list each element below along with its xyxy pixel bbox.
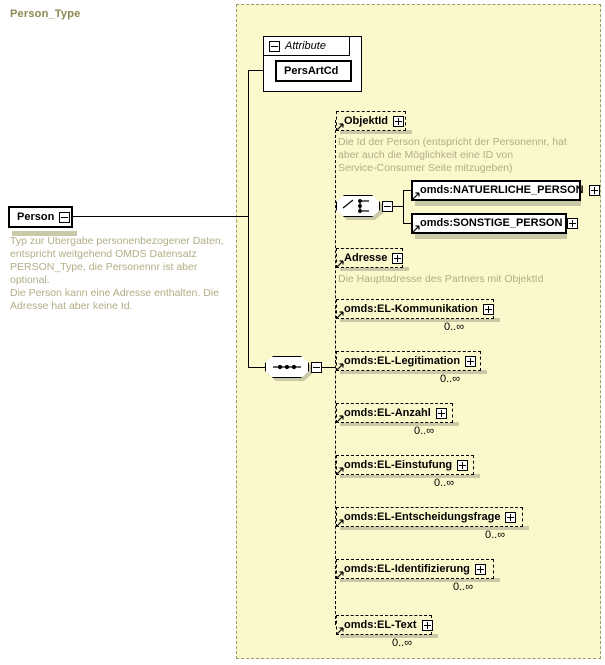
expand-box-icon[interactable] <box>588 185 600 196</box>
el-legitimation-occurs: 0..∞ <box>440 373 461 385</box>
element-el-entscheidungsfrage[interactable]: omds:EL-Entscheidungsfrage <box>336 507 523 527</box>
sonstige-person-shadow <box>415 234 567 239</box>
root-element-person[interactable]: Person <box>8 206 73 228</box>
natuerliche-person-shadow <box>415 201 581 206</box>
el-entscheidungsfrage-shadow <box>340 526 529 530</box>
adresse-shadow <box>340 267 409 271</box>
collapse-box-icon[interactable] <box>311 361 322 373</box>
reference-arrow-icon <box>336 519 344 527</box>
element-el-text-label: omds:EL-Text <box>344 618 417 631</box>
person-type-container <box>236 4 601 659</box>
connector-sequence-out <box>322 367 335 368</box>
el-identifizierung-occurs: 0..∞ <box>453 581 474 593</box>
attribute-persartcd-label: PersArtCd <box>284 64 339 77</box>
element-adresse[interactable]: Adresse <box>336 248 404 268</box>
element-objektid[interactable]: ObjektId <box>336 111 406 131</box>
connector-choice-out <box>393 206 403 207</box>
el-identifizierung-shadow <box>340 578 500 582</box>
attribute-group-tab[interactable]: Attribute <box>264 37 350 56</box>
objektid-shadow <box>340 130 412 134</box>
reference-arrow-icon <box>336 627 344 635</box>
attribute-group-box: Attribute <box>263 36 362 92</box>
reference-arrow-icon <box>412 225 420 233</box>
reference-arrow-icon <box>336 123 344 131</box>
expand-box-icon[interactable] <box>435 407 447 419</box>
connector-root <box>73 216 248 217</box>
element-objektid-label: ObjektId <box>344 114 389 127</box>
element-el-anzahl[interactable]: omds:EL-Anzahl <box>336 403 453 423</box>
element-natuerliche-person[interactable]: omds:NATUERLICHE_PERSON <box>411 180 600 201</box>
connector-children-trunk <box>335 120 336 624</box>
element-el-legitimation[interactable]: omds:EL-Legitimation <box>336 351 481 371</box>
collapse-box-icon[interactable] <box>59 211 71 223</box>
element-sonstige-person-label: omds:SONSTIGE_PERSON <box>420 217 563 229</box>
reference-arrow-icon <box>336 571 344 579</box>
reference-arrow-icon <box>336 363 344 371</box>
reference-arrow-icon <box>336 415 344 423</box>
sequence-icon <box>265 356 312 381</box>
element-objektid-annotation: Die Id der Person (entspricht der Person… <box>338 136 567 174</box>
element-el-einstufung-label: omds:EL-Einstufung <box>344 458 453 471</box>
sequence-compositor[interactable] <box>265 356 322 381</box>
element-el-kommunikation[interactable]: omds:EL-Kommunikation <box>336 299 494 319</box>
connector-choice-branch-2 <box>403 223 412 224</box>
collapse-box-icon[interactable] <box>269 40 280 52</box>
sequence-glyph <box>273 364 301 370</box>
choice-icon <box>336 195 383 220</box>
root-element-label: Person <box>17 210 55 223</box>
element-adresse-annotation: Die Hauptadresse des Partners mit Objekt… <box>338 273 544 285</box>
reference-arrow-icon <box>336 260 344 268</box>
type-title: Person_Type <box>10 8 81 20</box>
expand-box-icon[interactable] <box>505 511 517 523</box>
expand-box-icon[interactable] <box>457 459 469 471</box>
root-annotation: Typ zur Übergabe personenbezogener Daten… <box>10 235 224 312</box>
el-entscheidungsfrage-occurs: 0..∞ <box>485 529 506 541</box>
element-el-einstufung[interactable]: omds:EL-Einstufung <box>336 455 474 475</box>
element-el-anzahl-label: omds:EL-Anzahl <box>344 406 431 419</box>
element-el-entscheidungsfrage-label: omds:EL-Entscheidungsfrage <box>344 510 501 523</box>
expand-box-icon[interactable] <box>474 563 486 575</box>
expand-box-icon[interactable] <box>465 355 477 367</box>
element-el-legitimation-label: omds:EL-Legitimation <box>344 354 461 367</box>
reference-arrow-icon <box>336 311 344 319</box>
el-kommunikation-occurs: 0..∞ <box>444 321 465 333</box>
connector-choice-branch-1 <box>403 190 412 191</box>
reference-arrow-icon <box>412 192 420 200</box>
expand-box-icon[interactable] <box>392 252 404 264</box>
el-text-shadow <box>340 634 438 638</box>
expand-box-icon[interactable] <box>567 218 579 229</box>
collapse-box-icon[interactable] <box>382 200 393 212</box>
element-el-identifizierung-label: omds:EL-Identifizierung <box>344 562 470 575</box>
element-sonstige-person[interactable]: omds:SONSTIGE_PERSON <box>411 213 579 234</box>
el-anzahl-occurs: 0..∞ <box>414 425 435 437</box>
connector-sequence-branch <box>248 367 265 368</box>
attribute-group-label: Attribute <box>285 40 326 52</box>
el-anzahl-shadow <box>340 422 459 426</box>
choice-compositor[interactable] <box>336 195 393 220</box>
reference-arrow-icon <box>336 467 344 475</box>
el-kommunikation-shadow <box>340 318 500 322</box>
element-natuerliche-person-label: omds:NATUERLICHE_PERSON <box>420 184 584 196</box>
expand-box-icon[interactable] <box>393 115 405 127</box>
connector-trunk-vertical <box>248 70 249 367</box>
root-node-shadow <box>12 231 77 236</box>
element-el-text[interactable]: omds:EL-Text <box>336 615 433 635</box>
connector-choice-fan <box>403 190 404 223</box>
el-einstufung-occurs: 0..∞ <box>434 477 455 489</box>
element-adresse-label: Adresse <box>344 251 388 264</box>
el-text-occurs: 0..∞ <box>392 637 413 649</box>
attribute-persartcd[interactable]: PersArtCd <box>275 60 352 82</box>
expand-box-icon[interactable] <box>421 619 433 631</box>
choice-glyph <box>342 199 369 213</box>
expand-box-icon[interactable] <box>482 303 494 315</box>
element-el-identifizierung[interactable]: omds:EL-Identifizierung <box>336 559 494 579</box>
element-el-kommunikation-label: omds:EL-Kommunikation <box>344 302 478 315</box>
el-legitimation-shadow <box>340 370 487 374</box>
el-einstufung-shadow <box>340 474 480 478</box>
connector-attribute-branch <box>248 70 264 71</box>
